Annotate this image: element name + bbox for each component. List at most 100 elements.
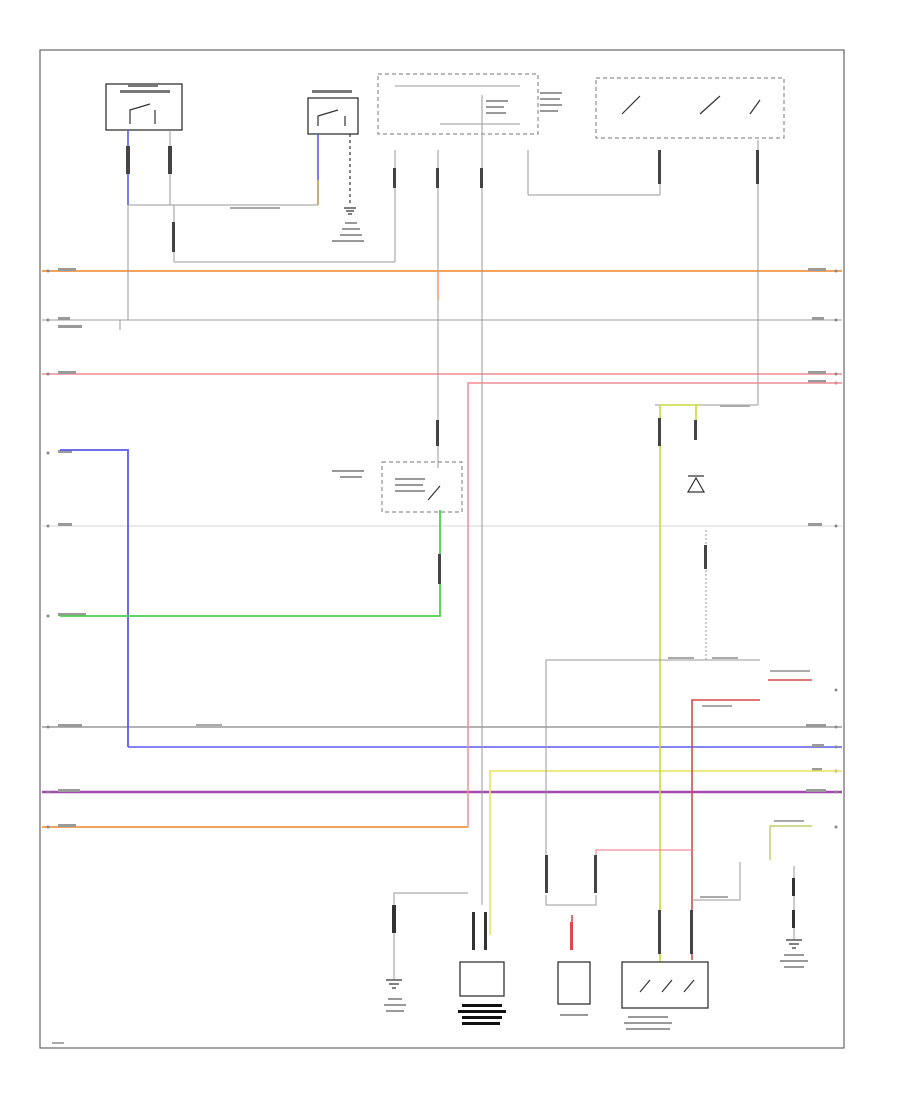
ground-symbol [386, 979, 402, 989]
edge-dot [834, 745, 838, 749]
wire-olive [769, 825, 812, 860]
text-line [384, 1004, 406, 1006]
edge-dot [46, 372, 50, 376]
text-line [332, 470, 364, 472]
text-line [340, 234, 362, 236]
connector [480, 168, 483, 188]
right-bus-labels [806, 268, 826, 792]
switch-contact [317, 109, 346, 126]
text-line [52, 1042, 64, 1044]
text-line [395, 478, 425, 480]
bus-tag [58, 724, 82, 727]
ground-label-lines [332, 222, 364, 242]
ground-symbol [344, 207, 356, 215]
bus-tag [808, 268, 826, 271]
text-line [720, 405, 750, 407]
connector [545, 855, 548, 893]
bus-tag [808, 371, 826, 374]
edge-dot [834, 688, 838, 692]
edge-dot [46, 790, 50, 794]
text-line [462, 1004, 502, 1007]
switch-dashed-box [595, 77, 785, 139]
text-line [345, 222, 357, 224]
switch-box [307, 97, 359, 135]
text-line [395, 490, 425, 492]
connector [570, 922, 573, 950]
ground-label-lines [780, 954, 808, 968]
connector [436, 420, 439, 446]
text-line [624, 1022, 672, 1024]
relay-top-left [105, 83, 183, 131]
connector [690, 910, 693, 954]
text-line [230, 207, 280, 209]
left-bus-labels [58, 268, 86, 827]
connector [594, 855, 597, 893]
connector [694, 420, 697, 440]
bus-tag [58, 450, 72, 453]
switch-contact [639, 979, 695, 993]
relay-label-bar [120, 90, 170, 93]
text-line [626, 1028, 670, 1030]
connector [792, 878, 795, 896]
ecm-dashed-box [377, 73, 539, 135]
ecm-label [486, 92, 562, 114]
diagram-frame [39, 49, 845, 1049]
edge-dot [834, 790, 838, 794]
range-switch-box [621, 961, 709, 1009]
text-line [388, 998, 402, 1000]
edge-dot [834, 318, 838, 322]
wire-labels [52, 207, 810, 1044]
text-line [196, 724, 222, 726]
wire-connectors [126, 146, 759, 954]
starter-label [560, 1014, 588, 1016]
text-line [784, 966, 804, 968]
ignition-switch-top-right [595, 77, 785, 406]
edge-dot [834, 524, 838, 528]
bus-tag [58, 824, 76, 827]
text-line [784, 954, 804, 956]
connector [792, 910, 795, 928]
edge-dot [46, 725, 50, 729]
range-switch-label [624, 1016, 672, 1030]
connector [658, 910, 661, 954]
bus-tag [58, 523, 72, 526]
bus-tag [806, 789, 826, 792]
text-line [395, 484, 423, 486]
edge-dot [46, 524, 50, 528]
text-line [770, 670, 810, 672]
text-line [458, 1010, 506, 1013]
edge-dot [46, 318, 50, 322]
text-line [702, 705, 732, 707]
wire-pink [467, 382, 842, 827]
wire-green [60, 510, 441, 617]
ground-label-lines [384, 998, 406, 1012]
module-box [459, 961, 505, 997]
edge-dot [834, 725, 838, 729]
text-line [462, 1022, 500, 1025]
wire [393, 892, 468, 980]
relay-switch [129, 103, 156, 124]
text-line [668, 657, 694, 659]
bus-tag [58, 371, 76, 374]
bus-tag [58, 325, 82, 328]
bus-tag [812, 768, 822, 771]
text-line [700, 896, 728, 898]
edge-dot [834, 825, 838, 829]
connector [472, 912, 475, 950]
ground-right [780, 866, 808, 968]
module-label [458, 1004, 506, 1025]
connector [126, 146, 130, 174]
wire-yellow [489, 770, 842, 935]
wire-red [691, 699, 760, 960]
bus-group [42, 270, 842, 828]
wire-gray-lower [545, 895, 597, 906]
bus-tag [58, 317, 70, 320]
text-line [780, 960, 808, 962]
relay-dashed-box [381, 461, 463, 513]
switch-label-bar [312, 90, 352, 93]
text-line [712, 657, 738, 659]
edge-dot [46, 451, 50, 455]
text-line [540, 104, 562, 106]
bus-tag [812, 317, 824, 320]
